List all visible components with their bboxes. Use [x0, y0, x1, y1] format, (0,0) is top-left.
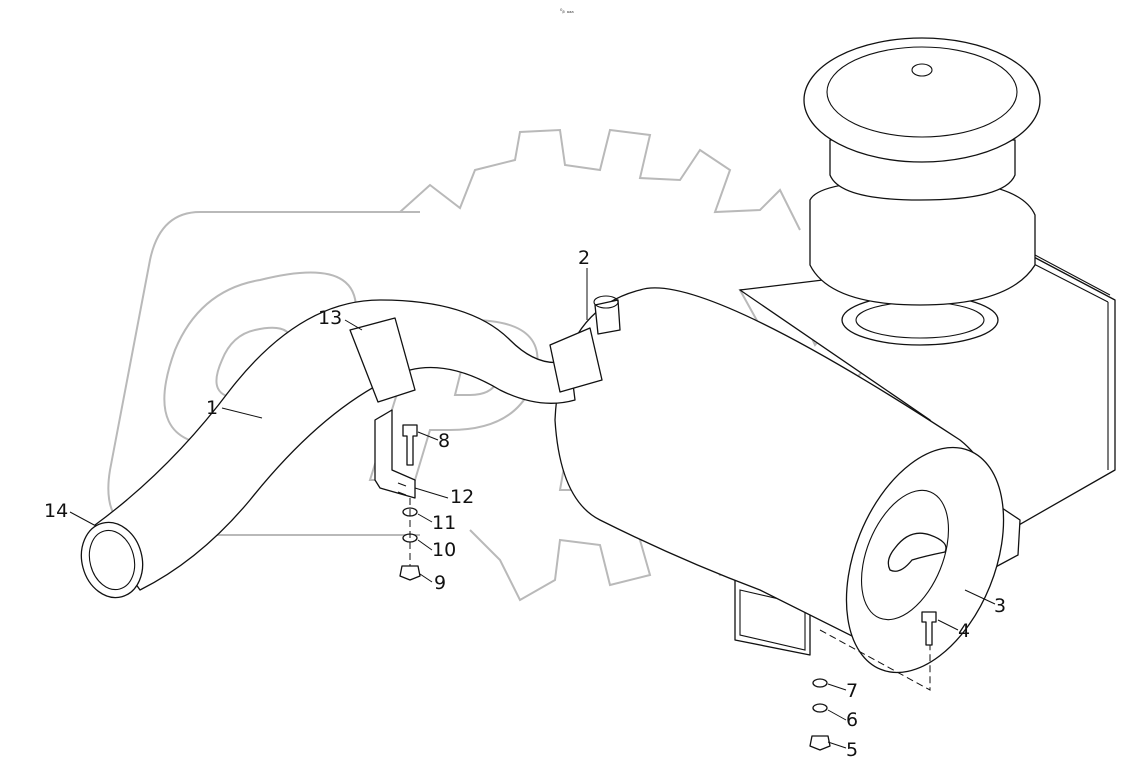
callout-1: 1: [206, 397, 218, 419]
inlet-nipple: [594, 299, 621, 335]
callout-9: 9: [434, 572, 446, 594]
header-mark: ⁰ᵦ ₐₐₐ: [560, 8, 574, 15]
end-cover: [845, 446, 1005, 674]
hose-bracket-fasteners: [374, 409, 421, 581]
assembly-line: [819, 629, 931, 691]
inlet-hose: [80, 295, 621, 599]
bolt-4: [921, 611, 937, 646]
air-cleaner-housing: [734, 254, 1116, 656]
callout-12: 12: [450, 486, 474, 508]
callout-7: 7: [846, 680, 858, 702]
callout-11: 11: [432, 512, 456, 534]
nut-5: [809, 735, 831, 751]
callout-8: 8: [438, 430, 450, 452]
bracket-12: [374, 409, 416, 499]
callout-6: 6: [846, 709, 858, 731]
callout-5: 5: [846, 739, 858, 761]
pre-cleaner: [803, 37, 1041, 346]
wing-nut: [887, 532, 947, 572]
leader-lines: [69, 268, 996, 749]
lock-washer-6: [812, 703, 828, 713]
callout-3: 3: [994, 595, 1006, 617]
callout-4: 4: [958, 620, 970, 642]
callout-2: 2: [578, 247, 590, 269]
callout-10: 10: [432, 539, 456, 561]
washer-7: [812, 678, 828, 688]
nut-9: [399, 565, 421, 581]
hose-clamp-13: [349, 317, 416, 403]
hose-clamp-2: [549, 327, 603, 393]
mounting-bracket-lower: [734, 499, 1021, 656]
bolt-8: [402, 424, 418, 466]
body-fasteners: [809, 611, 937, 751]
air-cleaner-cylinder: [554, 287, 1005, 674]
pre-cleaner-cap: [803, 37, 1041, 163]
callout-14: 14: [44, 500, 68, 522]
callout-13: 13: [318, 307, 342, 329]
callout-labels: 1 2 3 4 5 6 7 8 9 10 11 12 13 14: [44, 247, 1006, 761]
